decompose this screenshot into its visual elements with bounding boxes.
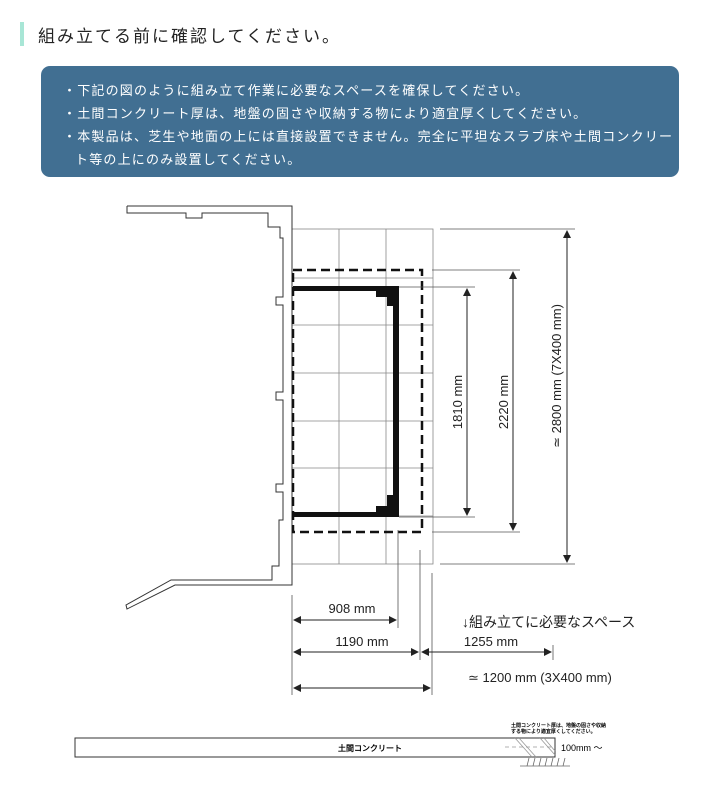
title-accent-bar xyxy=(20,22,24,46)
dim-label-1200: ≃ 1200 mm (3X400 mm) xyxy=(468,670,612,685)
dim-label-1190: 1190 mm xyxy=(335,634,388,649)
required-space-outline xyxy=(291,268,424,534)
slab-note: する物により適宜厚くしてください。 xyxy=(511,728,596,735)
notice-item: 本製品は、芝生や地面の上には直接設置できません。完全に平坦なスラブ床や土間コンク… xyxy=(63,126,679,172)
dim-label-2220: 2220 mm xyxy=(496,375,511,429)
slab-note: 土間コンクリート厚は、地盤の固さや収納 xyxy=(511,722,606,729)
slab-label: 土間コンクリート xyxy=(338,743,402,753)
required-space-label: ↓組み立てに必要なスペース xyxy=(462,614,635,630)
notice-item: 土間コンクリート厚は、地盤の固さや収納する物により適宜厚くしてください。 xyxy=(63,103,679,126)
dim-label-908: 908 mm xyxy=(329,601,376,616)
dim-label-2800: ≃ 2800 mm (7X400 mm) xyxy=(549,304,564,448)
notice-box: 下記の図のように組み立て作業に必要なスペースを確保してください。 土間コンクリー… xyxy=(41,66,679,177)
product-frame xyxy=(293,286,399,517)
concrete-slab: 土間コンクリート 土間コンクリート厚は、地盤の固さや収納 する物により適宜厚くし… xyxy=(74,722,606,767)
page-title: 組み立てる前に確認してください。 xyxy=(38,27,341,47)
dim-label-1255: 1255 mm xyxy=(464,634,518,649)
slab-thickness-label: 100mm ～ xyxy=(561,743,603,753)
notice-item: 下記の図のように組み立て作業に必要なスペースを確保してください。 xyxy=(63,80,679,103)
building-wall-outline xyxy=(125,205,293,610)
dim-label-1810: 1810 mm xyxy=(450,375,465,429)
